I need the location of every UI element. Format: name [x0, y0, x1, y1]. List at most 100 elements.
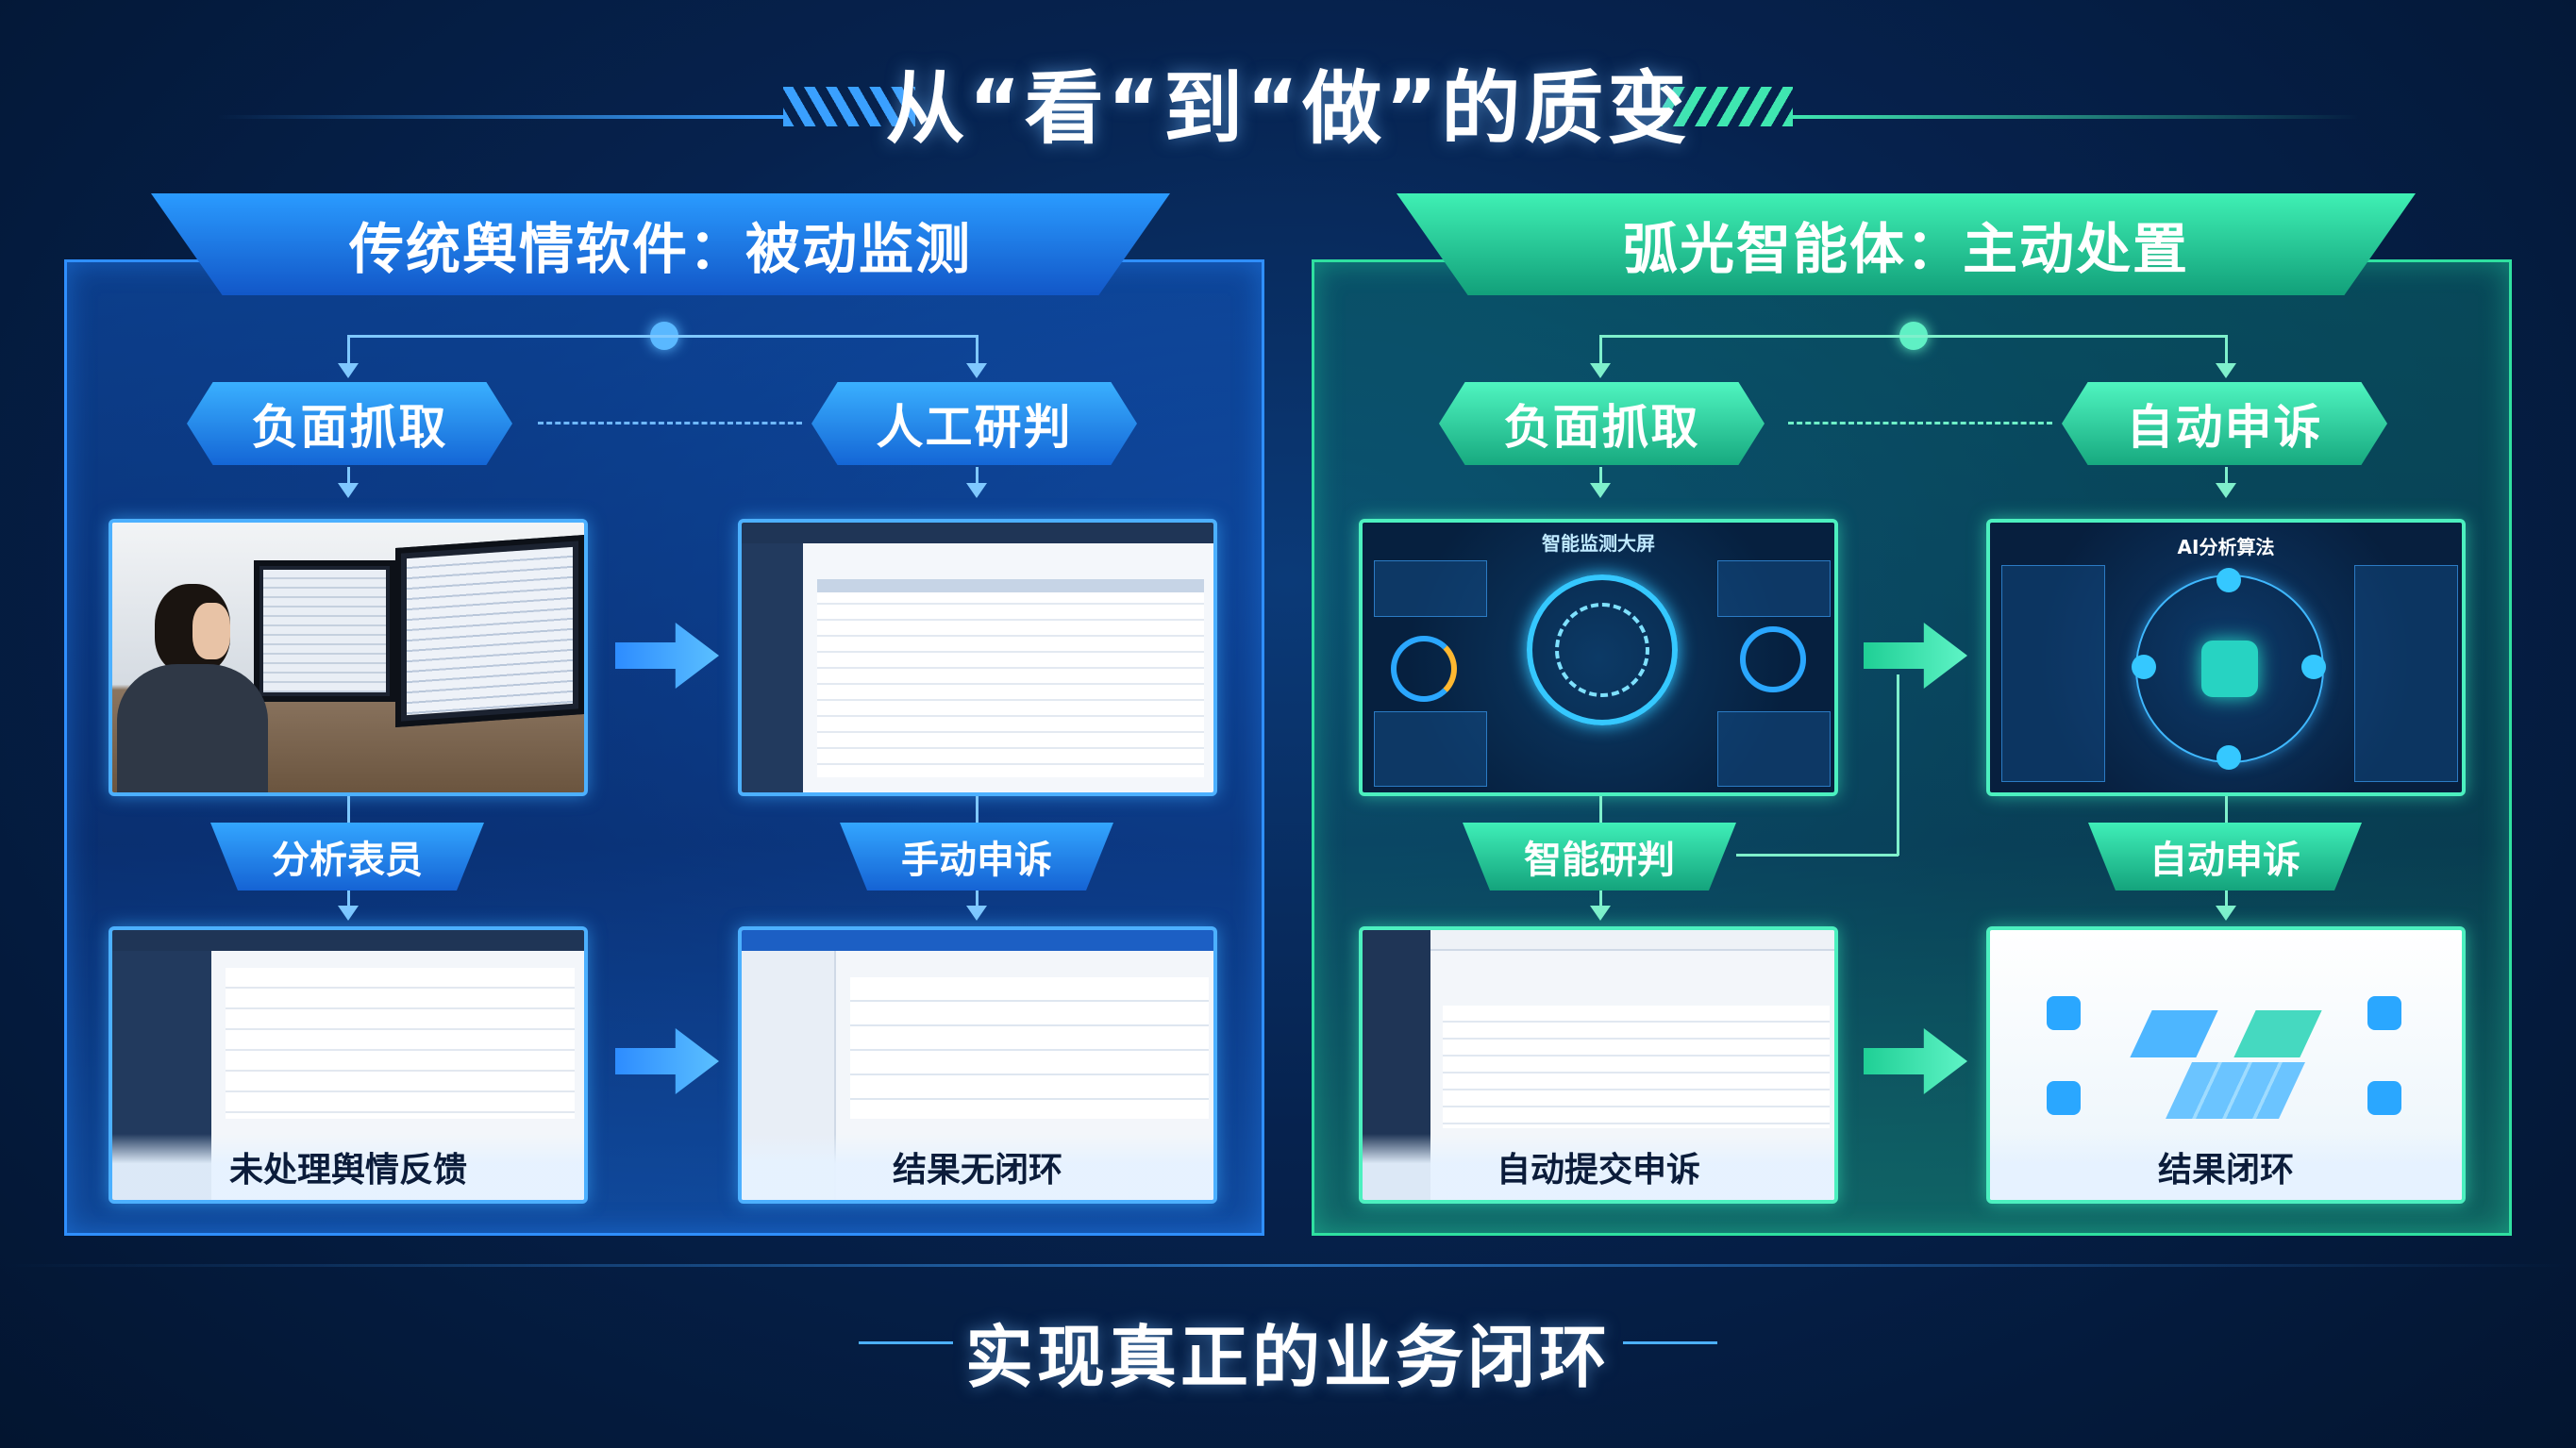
right-arrow-1	[1590, 363, 1611, 378]
right-top-bar	[1599, 335, 2228, 338]
rc3-caption: 自动提交申诉	[1363, 1134, 1834, 1200]
dashboard-title: 智能监测大屏	[1542, 532, 1655, 555]
footer-slogan: 实现真正的业务闭环	[964, 1318, 1611, 1397]
right-loop-vert	[1897, 674, 1899, 856]
footer-deco-left	[859, 1341, 953, 1344]
ai-panel-right	[2354, 565, 2458, 782]
iso-block-1-icon	[2130, 1010, 2218, 1057]
rc4-caption: 结果闭环	[1990, 1134, 2462, 1200]
left-drop-5	[347, 796, 350, 823]
left-step-manual-judge: 人工研判	[811, 382, 1137, 465]
hud-panel-bl	[1374, 711, 1487, 787]
footer-deco-right	[1623, 1341, 1717, 1344]
right-card-auto-submit: 自动提交申诉	[1359, 926, 1838, 1204]
left-arrow-2	[966, 363, 987, 378]
left-drop-6	[976, 796, 979, 823]
right-drop-3	[1599, 467, 1602, 486]
title-deco-right-stripes	[1661, 87, 1793, 126]
c3-caption: 未处理舆情反馈	[112, 1134, 584, 1200]
left-card-unprocessed: 未处理舆情反馈	[109, 926, 588, 1204]
iso-block-3-icon	[2166, 1062, 2305, 1119]
right-drop-8	[2225, 890, 2228, 909]
right-arrow-8	[2216, 906, 2236, 921]
c3-topbar	[112, 930, 584, 951]
rc3-topbar	[1363, 930, 1834, 951]
iso-block-2-icon	[2233, 1010, 2322, 1057]
right-step-capture: 负面抓取	[1439, 382, 1765, 465]
page-title: 从“看“到“做”的质变	[885, 62, 1691, 155]
table-sidebar	[742, 543, 803, 792]
network-node-3	[2301, 655, 2326, 679]
right-drop-5	[1599, 796, 1602, 823]
hud-gauge-left-icon	[1391, 636, 1457, 702]
c4-form	[850, 977, 1209, 1119]
left-top-drop-1	[347, 335, 350, 363]
right-step-auto-appeal: 自动申诉	[2062, 382, 2387, 465]
ai-title: AI分析算法	[2177, 536, 2275, 558]
right-arrow-7	[1590, 906, 1611, 921]
footer-glow-line	[0, 1264, 2576, 1267]
title-deco-right	[1793, 115, 2359, 119]
hud-ring-inner-icon	[1555, 603, 1649, 697]
left-drop-7	[347, 890, 350, 909]
left-card-no-loop: 结果无闭环	[738, 926, 1217, 1204]
traditional-header: 传统舆情软件：被动监测	[151, 193, 1170, 295]
table-topbar	[742, 523, 1213, 543]
monitor-left-screen	[263, 570, 386, 692]
person-face-icon	[192, 603, 230, 659]
network-node-4	[2216, 745, 2241, 770]
left-step-capture: 负面抓取	[187, 382, 512, 465]
left-mid-analyst: 分析表员	[210, 823, 484, 890]
hud-panel-left	[1374, 560, 1487, 617]
left-drop-3	[347, 467, 350, 486]
table-rows	[817, 589, 1204, 777]
person-body-icon	[117, 664, 268, 792]
left-arrow-3	[338, 483, 359, 498]
hud-panel-right	[1717, 560, 1831, 617]
right-arrow-3	[1590, 483, 1611, 498]
c4-caption: 结果无闭环	[742, 1134, 1213, 1200]
right-card-closed-loop: 结果闭环	[1986, 926, 2466, 1204]
left-top-bar	[347, 335, 978, 338]
right-card-dashboard: 智能监测大屏	[1359, 519, 1838, 796]
left-card-person-photo	[109, 519, 588, 796]
right-drop-4	[2225, 467, 2228, 486]
left-drop-8	[976, 890, 979, 909]
left-drop-4	[976, 467, 979, 486]
left-top-drop-2	[976, 335, 979, 363]
right-loop-horiz	[1736, 854, 1899, 857]
hud-gauge-right-icon	[1740, 626, 1806, 692]
left-arrow-8	[966, 906, 987, 921]
right-top-drop-1	[1599, 335, 1602, 363]
hud-ring-outer-icon	[1527, 574, 1678, 725]
right-arrow-4	[2216, 483, 2236, 498]
rc3-rows	[1443, 1006, 1830, 1128]
network-node-2	[2132, 655, 2156, 679]
hud-panel-br	[1717, 711, 1831, 787]
c3-form	[226, 968, 575, 1119]
left-mid-manual-appeal: 手动申诉	[840, 823, 1113, 890]
right-drop-7	[1599, 890, 1602, 909]
table-header	[817, 579, 1204, 592]
iso-icon-tr	[2367, 996, 2401, 1030]
left-arrow-4	[966, 483, 987, 498]
iso-icon-br	[2367, 1081, 2401, 1115]
ai-panel-left	[2001, 565, 2105, 782]
title-deco-left	[217, 115, 783, 119]
right-arrow-2	[2216, 363, 2236, 378]
left-arrow-1	[338, 363, 359, 378]
title-deco-left-stripes	[783, 87, 915, 126]
monitor-right-screen	[407, 546, 573, 716]
network-node-1	[2216, 568, 2241, 592]
left-card-table	[738, 519, 1217, 796]
left-arrow-7	[338, 906, 359, 921]
right-card-ai-network: AI分析算法	[1986, 519, 2466, 796]
iso-icon-tl	[2047, 996, 2081, 1030]
right-step-dashed	[1788, 422, 2052, 424]
right-top-drop-2	[2225, 335, 2228, 363]
right-mid-smart-judge: 智能研判	[1463, 823, 1736, 890]
iso-icon-bl	[2047, 1081, 2081, 1115]
network-center-icon	[2201, 641, 2258, 697]
right-mid-auto-appeal: 自动申诉	[2088, 823, 2362, 890]
c4-topbar	[742, 930, 1213, 951]
